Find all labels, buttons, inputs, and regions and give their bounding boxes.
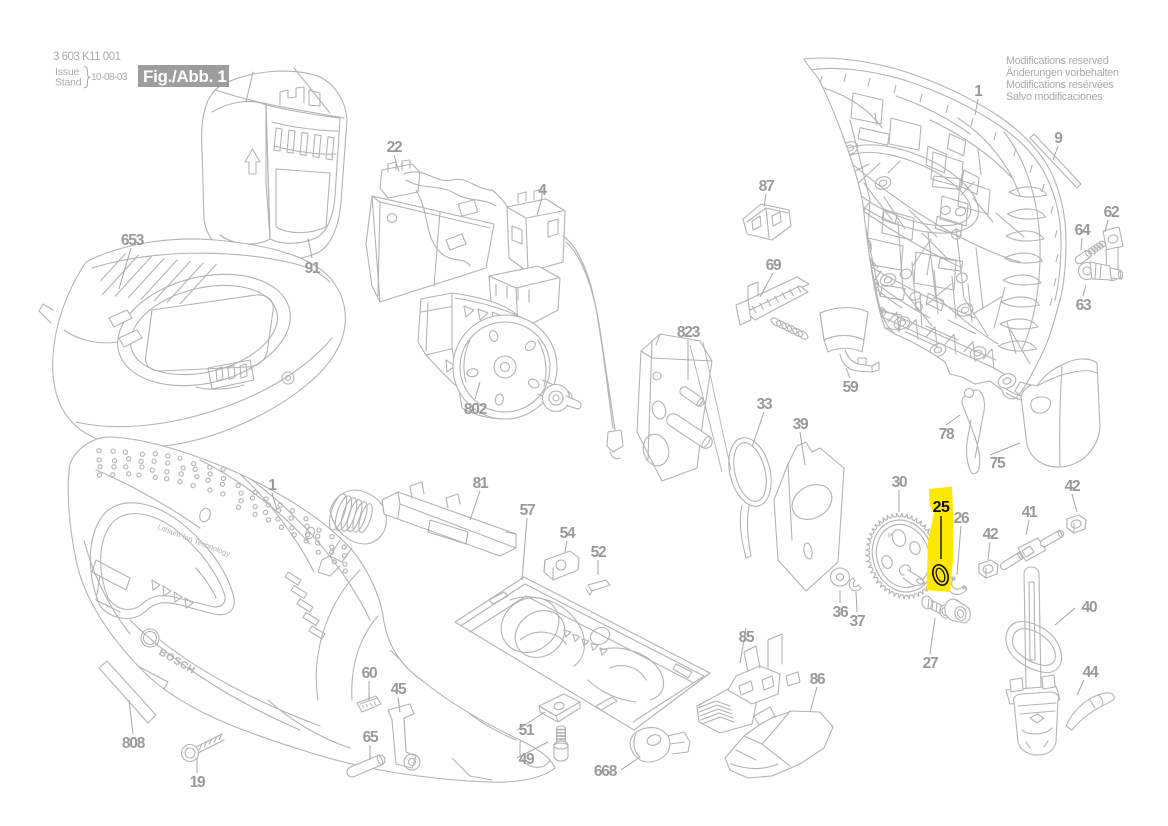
svg-text:59: 59 xyxy=(843,379,859,396)
svg-text:49: 49 xyxy=(519,751,535,768)
svg-text:42: 42 xyxy=(983,526,998,543)
svg-text:60: 60 xyxy=(362,665,377,682)
svg-text:Issue: Issue xyxy=(55,66,79,78)
svg-text:75: 75 xyxy=(990,455,1006,472)
svg-text:57: 57 xyxy=(520,502,535,519)
svg-text:9: 9 xyxy=(1054,130,1063,147)
svg-text:85: 85 xyxy=(739,629,755,646)
svg-text:40: 40 xyxy=(1082,599,1097,616)
svg-text:91: 91 xyxy=(305,260,321,277)
svg-text:45: 45 xyxy=(391,681,407,698)
svg-text:37: 37 xyxy=(850,613,865,630)
svg-text:22: 22 xyxy=(387,139,402,156)
svg-text:44: 44 xyxy=(1083,664,1099,681)
svg-text:25: 25 xyxy=(933,499,950,516)
svg-text:42: 42 xyxy=(1065,478,1080,495)
svg-text:4: 4 xyxy=(538,182,547,199)
svg-text:802: 802 xyxy=(464,401,487,418)
svg-text:27: 27 xyxy=(923,655,938,672)
svg-text:81: 81 xyxy=(473,475,489,492)
svg-text:36: 36 xyxy=(833,604,849,621)
svg-text:63: 63 xyxy=(1076,297,1092,314)
svg-text:30: 30 xyxy=(892,474,907,491)
svg-text:52: 52 xyxy=(591,544,606,561)
svg-text:Modifications resérvées: Modifications resérvées xyxy=(1006,79,1115,91)
svg-text:Salvo modificaciones: Salvo modificaciones xyxy=(1006,91,1103,103)
svg-text:41: 41 xyxy=(1022,504,1038,521)
svg-text:62: 62 xyxy=(1104,204,1119,221)
svg-text:64: 64 xyxy=(1075,222,1091,239)
svg-text:3 603 K11 001: 3 603 K11 001 xyxy=(53,51,121,63)
svg-text:65: 65 xyxy=(363,729,379,746)
svg-text:Modifications reserved: Modifications reserved xyxy=(1006,55,1109,67)
svg-text:86: 86 xyxy=(810,671,826,688)
svg-text:808: 808 xyxy=(122,735,146,752)
svg-text:10-08-03: 10-08-03 xyxy=(91,72,128,83)
svg-text:33: 33 xyxy=(757,396,773,413)
svg-text:78: 78 xyxy=(939,426,955,443)
svg-text:1: 1 xyxy=(268,477,277,494)
svg-text:54: 54 xyxy=(560,525,576,542)
svg-text:823: 823 xyxy=(677,324,701,341)
svg-text:Änderungen vorbehalten: Änderungen vorbehalten xyxy=(1006,67,1119,79)
svg-text:26: 26 xyxy=(954,510,970,527)
svg-text:653: 653 xyxy=(121,232,145,249)
svg-text:51: 51 xyxy=(519,722,535,739)
svg-text:39: 39 xyxy=(793,416,809,433)
svg-text:87: 87 xyxy=(759,178,774,195)
svg-text:Stand: Stand xyxy=(55,77,82,89)
svg-text:69: 69 xyxy=(766,257,782,274)
svg-text:Fig./Abb. 1: Fig./Abb. 1 xyxy=(143,67,227,86)
svg-text:1: 1 xyxy=(974,83,983,100)
svg-text:668: 668 xyxy=(594,763,618,780)
svg-text:P: P xyxy=(888,533,893,540)
svg-text:19: 19 xyxy=(190,774,206,791)
